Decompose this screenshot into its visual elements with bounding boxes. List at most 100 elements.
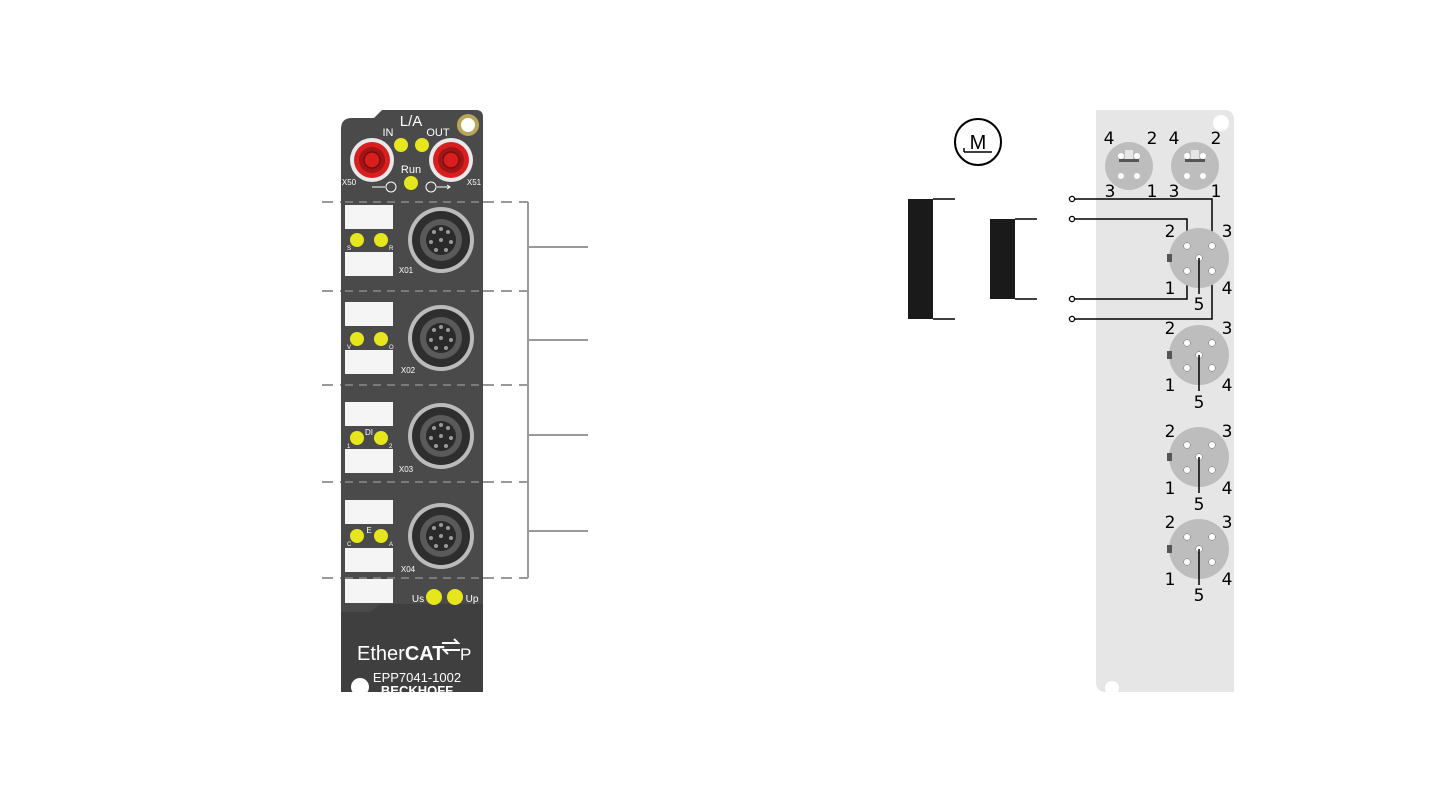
label-strip [345, 252, 393, 276]
led-label-left: 1 [347, 444, 351, 450]
svg-text:4: 4 [1222, 570, 1233, 590]
svg-text:3: 3 [1169, 182, 1180, 202]
brand-p: P [460, 645, 471, 664]
svg-text:2: 2 [1165, 422, 1176, 442]
in-out-arrow-icons [372, 181, 451, 193]
channel-x02: V O X02 [345, 302, 474, 375]
svg-text:3: 3 [1222, 222, 1233, 242]
label-strip [345, 579, 393, 603]
led-label-right: 2 [389, 444, 393, 450]
channel-x01: S R X01 [345, 205, 474, 276]
led-channel-right [374, 233, 388, 247]
label-strip [345, 302, 393, 326]
channel-bracket-right [483, 201, 588, 579]
label-run: Run [401, 164, 421, 176]
svg-text:5: 5 [1194, 393, 1205, 413]
led-label-right: A [389, 542, 393, 548]
m12-socket-x03[interactable] [408, 403, 474, 469]
svg-text:2: 2 [1165, 513, 1176, 533]
channel-x03: DI 1 2 X03 [345, 402, 474, 474]
label-strip [345, 402, 393, 426]
svg-text:4: 4 [1222, 376, 1233, 396]
label-strip [345, 548, 393, 572]
port-label: X01 [399, 266, 414, 275]
svg-text:5: 5 [1194, 295, 1205, 315]
svg-text:M: M [970, 132, 987, 154]
svg-text:3: 3 [1222, 513, 1233, 533]
module-front-view: L/A IN OUT Run X50 X51 [322, 110, 588, 698]
pinout-side-view: M [908, 110, 1234, 695]
port-label: X03 [399, 465, 414, 474]
ethercat-in-connector[interactable] [350, 138, 394, 182]
label-strip [345, 350, 393, 374]
port-label-x50: X50 [342, 178, 357, 187]
svg-text:1: 1 [1147, 182, 1158, 202]
led-group-label: E [366, 526, 371, 535]
brand-ethercat: EtherCAT [357, 643, 444, 665]
power-feed-pin-labels: 4 2 3 1 4 2 3 1 [1104, 129, 1222, 202]
label-strip [345, 500, 393, 524]
maker-logo: BECKHOFF [381, 683, 453, 698]
svg-text:2: 2 [1165, 222, 1176, 242]
power-feed-connector-right[interactable] [1171, 142, 1219, 190]
label-strip [345, 205, 393, 229]
mounting-hole-bottom [351, 678, 369, 696]
led-label-left: S [347, 246, 351, 252]
svg-text:2: 2 [1147, 129, 1158, 149]
led-group-label: DI [365, 428, 373, 437]
motor-symbol-icon: M [954, 118, 1002, 166]
m12-socket-x04[interactable] [408, 503, 474, 569]
ethercat-out-connector[interactable] [429, 138, 473, 182]
led-label-right: O [389, 345, 394, 351]
led-label-right: R [389, 246, 394, 252]
svg-text:3: 3 [1222, 319, 1233, 339]
svg-text:3: 3 [1222, 422, 1233, 442]
m12-socket-x01[interactable] [408, 207, 474, 273]
led-label-la: L/A [400, 113, 423, 130]
led-channel-right [374, 332, 388, 346]
led-up [447, 589, 463, 605]
m12-socket-x02[interactable] [408, 305, 474, 371]
label-in: IN [383, 127, 394, 139]
m12-connector-2[interactable] [1167, 325, 1229, 391]
svg-text:4: 4 [1222, 279, 1233, 299]
label-out: OUT [426, 127, 450, 139]
svg-text:5: 5 [1194, 586, 1205, 606]
svg-text:2: 2 [1165, 319, 1176, 339]
svg-text:4: 4 [1222, 479, 1233, 499]
label-us: Us [412, 594, 424, 605]
model-number: EPP7041-1002 [373, 670, 461, 685]
mounting-hole-top [1213, 115, 1229, 131]
led-label-left: V [347, 345, 351, 351]
motor-coil-a [908, 198, 955, 320]
svg-text:2: 2 [1211, 129, 1222, 149]
port-label: X02 [401, 366, 416, 375]
motor-coil-b [990, 218, 1037, 300]
led-channel-right [374, 529, 388, 543]
led-link-out [415, 138, 429, 152]
m12-pin-labels: 2 3 1 4 5 2 3 1 4 5 2 3 1 4 5 2 3 1 4 5 [1165, 222, 1233, 606]
led-channel-left [350, 233, 364, 247]
svg-text:1: 1 [1211, 182, 1222, 202]
led-channel-right [374, 431, 388, 445]
m12-connector-4[interactable] [1167, 519, 1229, 585]
svg-text:1: 1 [1165, 376, 1176, 396]
ethercat-arrows-icon [441, 638, 461, 655]
svg-text:5: 5 [1194, 495, 1205, 515]
module-brand-panel [341, 612, 483, 692]
label-strip [345, 449, 393, 473]
m12-connector-3[interactable] [1167, 427, 1229, 493]
svg-text:1: 1 [1165, 570, 1176, 590]
led-channel-left [350, 431, 364, 445]
led-channel-left [350, 529, 364, 543]
led-label-left: C [347, 542, 352, 548]
m12-connector-1[interactable] [1167, 228, 1229, 294]
label-up: Up [466, 594, 479, 605]
wire-terminals [1068, 195, 1076, 323]
svg-text:4: 4 [1104, 129, 1115, 149]
led-us [426, 589, 442, 605]
led-run [404, 176, 418, 190]
power-feed-connector-left[interactable] [1105, 142, 1153, 190]
led-link-in [394, 138, 408, 152]
